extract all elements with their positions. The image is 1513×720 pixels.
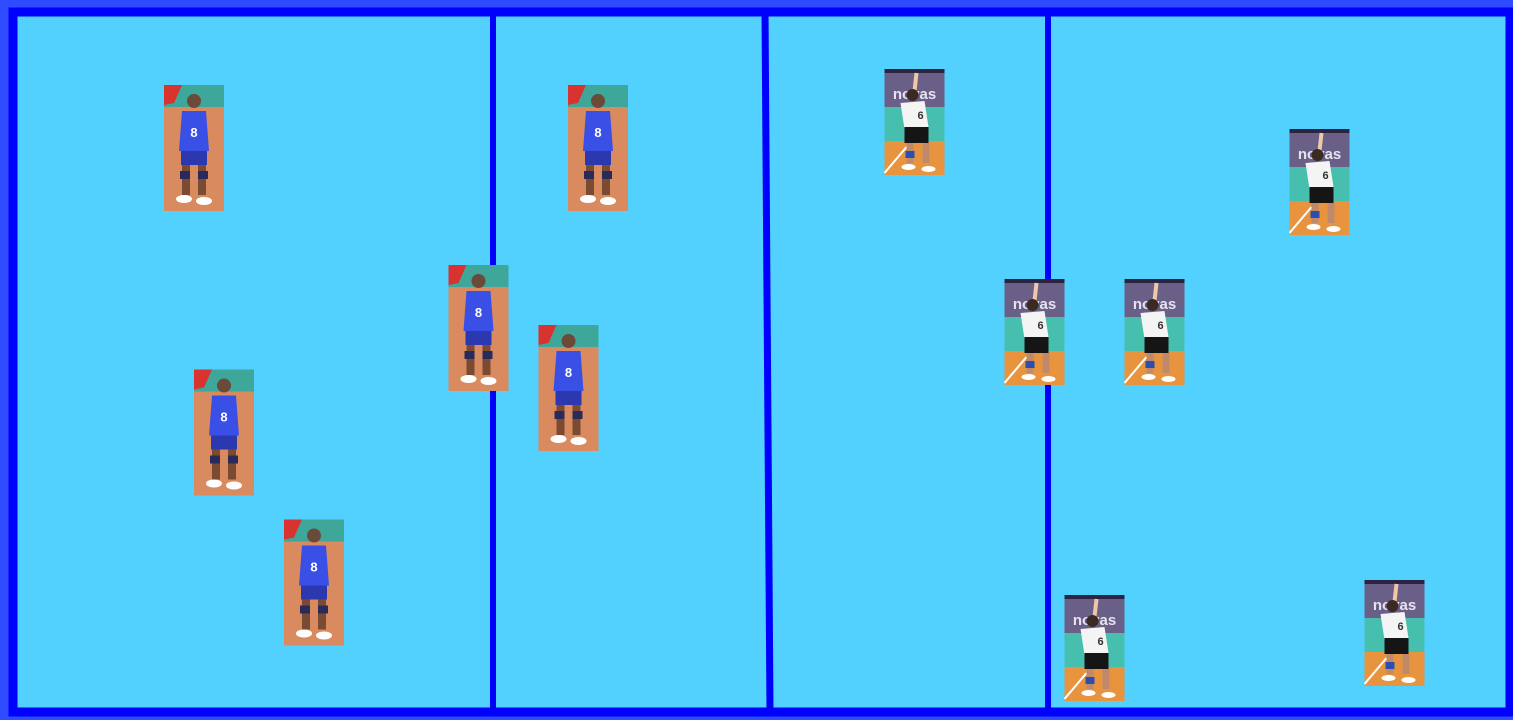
- player-blue-jersey-icon: 8: [538, 325, 599, 451]
- player-white-jersey-icon: novas 6: [1124, 279, 1185, 385]
- blue-player-4[interactable]: 8: [538, 325, 599, 451]
- player-blue-jersey-icon: 8: [194, 369, 254, 496]
- blue-player-3[interactable]: 8: [448, 265, 509, 391]
- svg-text:6: 6: [1037, 320, 1043, 332]
- white-player-4[interactable]: novas 6: [1124, 279, 1185, 385]
- blue-player-5[interactable]: 8: [194, 369, 254, 496]
- white-player-2[interactable]: novas 6: [1289, 129, 1350, 235]
- blue-player-1[interactable]: 8: [164, 85, 224, 211]
- player-blue-jersey-icon: 8: [164, 85, 224, 211]
- court-surface: [13, 12, 1510, 712]
- svg-text:6: 6: [917, 110, 923, 122]
- svg-text:6: 6: [1157, 320, 1163, 332]
- white-player-5[interactable]: novas 6: [1364, 580, 1425, 686]
- player-blue-jersey-icon: 8: [568, 85, 628, 211]
- svg-text:8: 8: [310, 560, 317, 575]
- player-white-jersey-icon: novas 6: [1004, 279, 1065, 385]
- player-blue-jersey-icon: 8: [448, 265, 509, 391]
- player-white-jersey-icon: novas 6: [1289, 129, 1350, 235]
- svg-text:8: 8: [220, 410, 227, 425]
- white-player-6[interactable]: novas 6: [1064, 595, 1125, 701]
- svg-text:6: 6: [1397, 621, 1403, 633]
- player-white-jersey-icon: novas 6: [1064, 595, 1125, 701]
- svg-text:8: 8: [190, 125, 197, 140]
- white-player-3[interactable]: novas 6: [1004, 279, 1065, 385]
- player-blue-jersey-icon: 8: [284, 519, 344, 646]
- player-white-jersey-icon: novas 6: [1364, 580, 1425, 686]
- svg-text:8: 8: [475, 305, 482, 320]
- white-player-1[interactable]: novas 6: [884, 69, 945, 175]
- svg-text:6: 6: [1322, 170, 1328, 182]
- svg-text:8: 8: [565, 365, 572, 380]
- player-white-jersey-icon: novas 6: [884, 69, 945, 175]
- center-net-line: [765, 12, 770, 712]
- blue-player-2[interactable]: 8: [568, 85, 628, 211]
- svg-text:8: 8: [594, 125, 601, 140]
- blue-player-6[interactable]: 8: [284, 519, 344, 646]
- svg-text:6: 6: [1097, 636, 1103, 648]
